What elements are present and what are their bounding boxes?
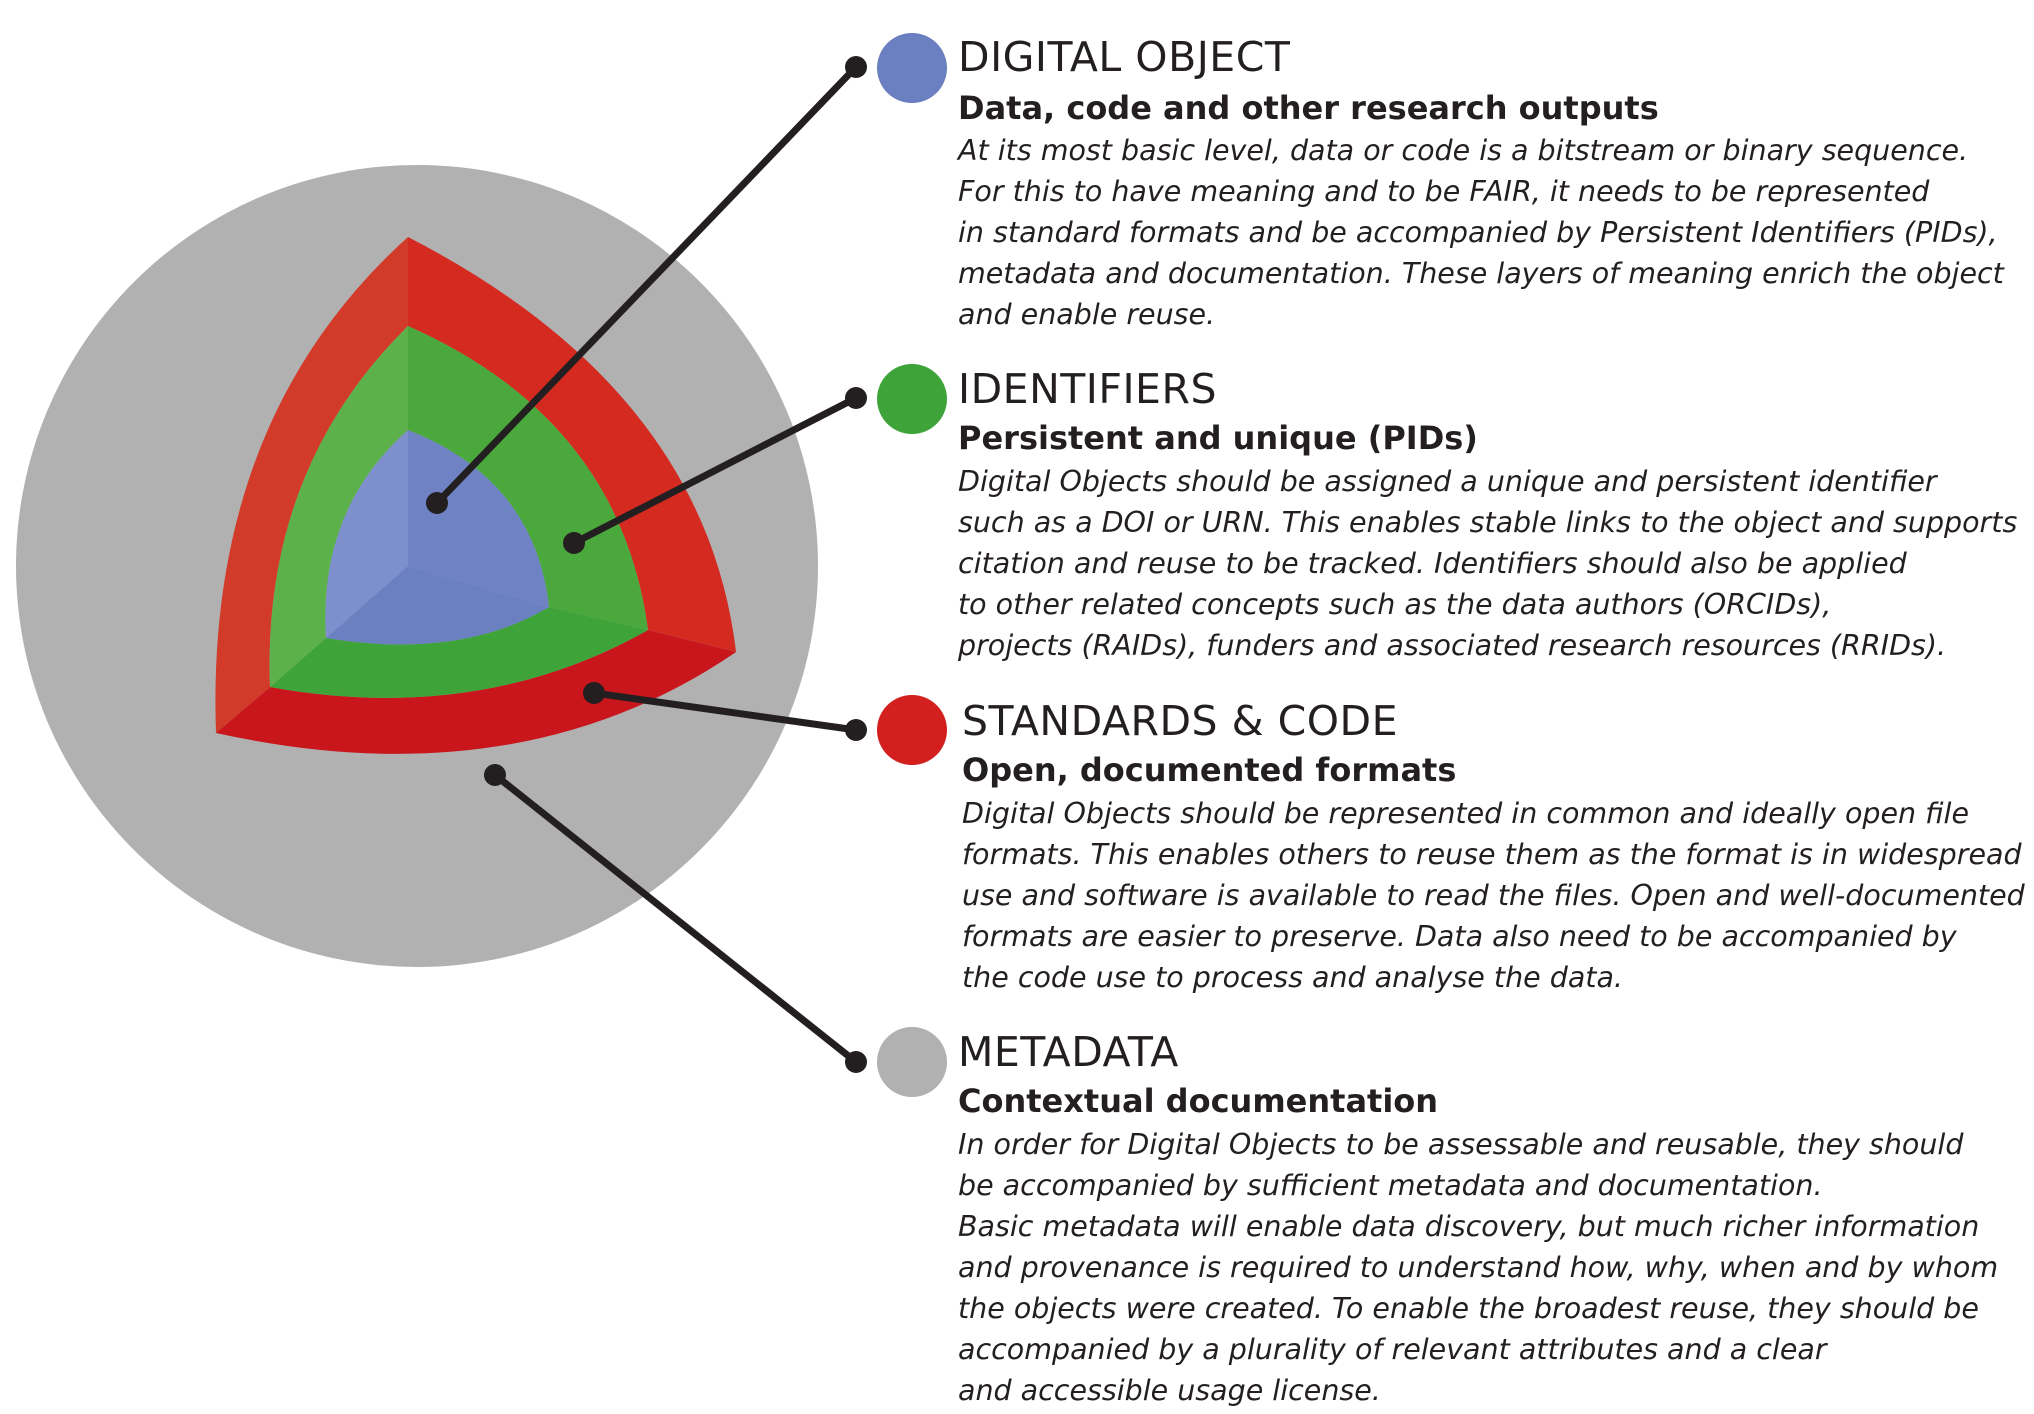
identifiers-description: Digital Objects should be assigned a uni… xyxy=(958,461,2017,666)
leader-line-metadata xyxy=(492,772,859,1065)
description-line: Digital Objects should be assigned a uni… xyxy=(958,465,1937,498)
identifiers-subtitle: Persistent and unique (PIDs) xyxy=(958,419,1478,457)
description-line: projects (RAIDs), funders and associated… xyxy=(958,629,1947,662)
description-line: In order for Digital Objects to be asses… xyxy=(958,1128,1964,1161)
leader-line-digital-object xyxy=(434,64,859,506)
description-line: be accompanied by sufficient metadata an… xyxy=(958,1169,1823,1202)
standards-subtitle: Open, documented formats xyxy=(962,751,1457,789)
description-line: At its most basic level, data or code is… xyxy=(958,134,1969,167)
digital-object-subtitle: Data, code and other research outputs xyxy=(958,89,1659,127)
description-line: and enable reuse. xyxy=(958,298,1216,331)
description-line: the objects were created. To enable the … xyxy=(958,1292,1979,1325)
identifiers-layer-left-face xyxy=(269,326,408,687)
standards-layer-bottom-face xyxy=(216,630,736,754)
digital-object-title: DIGITAL OBJECT xyxy=(958,33,1291,81)
metadata-legend-dot xyxy=(877,1027,947,1097)
description-line: and provenance is required to understand… xyxy=(958,1251,1999,1284)
identifiers-layer-bottom-face xyxy=(270,607,648,698)
description-line: For this to have meaning and to be FAIR,… xyxy=(958,175,1930,208)
leader-line-identifiers xyxy=(572,394,858,547)
description-line: use and software is available to read th… xyxy=(962,879,2025,912)
digital-object-core-bottom-face xyxy=(326,566,549,645)
identifiers-title: IDENTIFIERS xyxy=(958,365,1217,413)
leader-dot-standards-inner xyxy=(583,682,605,704)
leader-dot-identifiers-outer xyxy=(845,387,867,409)
description-line: in standard formats and be accompanied b… xyxy=(958,216,1998,249)
metadata-subtitle: Contextual documentation xyxy=(958,1082,1439,1120)
leader-dot-metadata-inner xyxy=(484,764,506,786)
description-line: to other related concepts such as the da… xyxy=(958,588,1832,621)
standards-legend-dot xyxy=(877,695,947,765)
standards-layer-right-face xyxy=(408,237,736,652)
digital-object-description: At its most basic level, data or code is… xyxy=(958,130,2004,335)
digital-object-core-left-face xyxy=(325,430,408,638)
description-line: and accessible usage license. xyxy=(958,1374,1381,1407)
description-line: Digital Objects should be represented in… xyxy=(962,797,1970,830)
standards-description: Digital Objects should be represented in… xyxy=(962,793,2025,998)
description-line: Basic metadata will enable data discover… xyxy=(958,1210,1980,1243)
metadata-description: In order for Digital Objects to be asses… xyxy=(958,1124,1998,1411)
description-line: such as a DOI or URN. This enables stabl… xyxy=(958,506,2018,539)
description-line: formats. This enables others to reuse th… xyxy=(962,838,2022,871)
description-line: citation and reuse to be tracked. Identi… xyxy=(958,547,1907,580)
standards-title: STANDARDS & CODE xyxy=(962,697,1398,745)
leader-dot-digital-object-inner xyxy=(426,492,448,514)
description-line: the code use to process and analyse the … xyxy=(962,961,1623,994)
metadata-title: METADATA xyxy=(958,1028,1179,1076)
standards-layer-left-face xyxy=(215,237,408,733)
leader-dot-digital-object-outer xyxy=(845,56,867,78)
description-line: accompanied by a plurality of relevant a… xyxy=(958,1333,1827,1366)
leader-dot-identifiers-inner xyxy=(563,532,585,554)
digital-object-legend-dot xyxy=(877,33,947,103)
identifiers-layer-right-face xyxy=(408,326,648,630)
description-line: metadata and documentation. These layers… xyxy=(958,257,2004,290)
description-line: formats are easier to preserve. Data als… xyxy=(962,920,1957,953)
digital-object-core-right-face xyxy=(408,430,549,607)
identifiers-legend-dot xyxy=(877,364,947,434)
leader-line-standards xyxy=(593,689,857,734)
leader-dot-metadata-outer xyxy=(845,1051,867,1073)
leader-dot-standards-outer xyxy=(845,719,867,741)
